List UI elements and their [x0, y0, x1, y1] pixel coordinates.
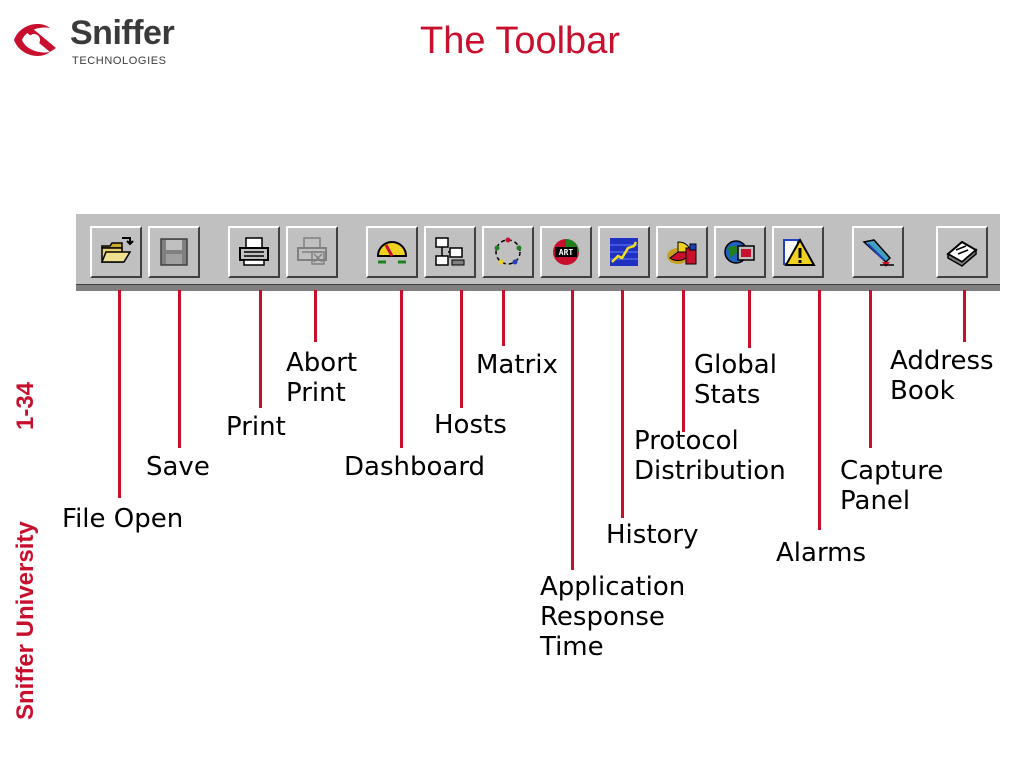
art-icon: ART [553, 239, 579, 265]
label-dashboard: Dashboard [344, 452, 486, 482]
toolbar: ART [76, 212, 1000, 286]
application-response-time-button[interactable]: ART [540, 226, 592, 278]
callout-line-matrix [502, 290, 505, 346]
label-global-line1: Global [694, 350, 777, 380]
label-art-line3: Time [540, 632, 604, 662]
history-chart-icon [610, 238, 638, 266]
print-button[interactable] [228, 226, 280, 278]
callout-line-file-open [118, 290, 121, 498]
label-address-line2: Book [890, 376, 955, 406]
label-abort-print-line2: Print [286, 378, 346, 408]
label-matrix: Matrix [476, 350, 558, 380]
label-capture-panel: Capture Panel [840, 456, 943, 516]
footer-text: Sniffer University [12, 521, 39, 720]
callout-line-protocol-distribution [682, 290, 685, 432]
callout-line-art [571, 290, 574, 570]
sniffer-logo-mark-icon [14, 24, 56, 56]
file-open-button[interactable] [90, 226, 142, 278]
label-application-response-time: Application Response Time [540, 572, 685, 662]
label-save: Save [146, 452, 210, 482]
label-capture-line2: Panel [840, 486, 911, 516]
callout-line-save [178, 290, 181, 448]
gauge-icon [376, 241, 408, 264]
printer-disabled-icon [297, 237, 327, 265]
label-abort-print-line1: Abort [286, 348, 358, 378]
label-capture-line1: Capture [840, 456, 944, 486]
capture-pen-icon [862, 239, 894, 267]
callout-line-abort-print [314, 290, 317, 342]
label-protocol-line1: Protocol [634, 426, 739, 456]
label-address-book: Address Book [890, 346, 994, 406]
label-history: History [606, 520, 699, 550]
toolbar-divider [76, 284, 1000, 291]
address-book-button[interactable] [936, 226, 988, 278]
global-stats-button[interactable] [714, 226, 766, 278]
alarms-button[interactable] [772, 226, 824, 278]
label-hosts: Hosts [434, 410, 507, 440]
capture-panel-button[interactable] [852, 226, 904, 278]
label-address-line1: Address [890, 346, 994, 376]
label-art-line1: Application [540, 572, 686, 602]
globe-stats-icon [724, 240, 755, 264]
hosts-network-icon [435, 237, 465, 266]
label-protocol-line2: Distribution [634, 456, 786, 486]
address-book-icon [946, 240, 978, 267]
save-button[interactable] [148, 226, 200, 278]
dashboard-button[interactable] [366, 226, 418, 278]
callout-line-alarms [818, 290, 821, 530]
matrix-button[interactable] [482, 226, 534, 278]
folder-open-icon [100, 237, 134, 263]
svg-text:ART: ART [559, 248, 574, 257]
warning-triangle-icon [783, 237, 816, 266]
label-global-stats: Global Stats [694, 350, 777, 410]
callout-line-dashboard [400, 290, 403, 448]
abort-print-button[interactable] [286, 226, 338, 278]
label-alarms: Alarms [776, 538, 867, 568]
callout-line-address-book [963, 290, 966, 342]
page-number: 1-34 [12, 381, 39, 430]
printer-icon [239, 237, 269, 266]
callout-line-capture-panel [869, 290, 872, 448]
hosts-button[interactable] [424, 226, 476, 278]
logo-tagline: TECHNOLOGIES [72, 55, 167, 67]
label-protocol-distribution: Protocol Distribution [634, 426, 786, 486]
callout-line-hosts [460, 290, 463, 408]
history-button[interactable] [598, 226, 650, 278]
protocol-distribution-button[interactable] [656, 226, 708, 278]
label-file-open: File Open [62, 504, 184, 534]
label-global-line2: Stats [694, 380, 761, 410]
matrix-circle-icon [494, 237, 522, 265]
callout-line-global-stats [748, 290, 751, 348]
page-title: The Toolbar [420, 20, 620, 62]
pie-chart-icon [667, 241, 697, 265]
label-print: Print [226, 412, 286, 442]
floppy-disk-icon [160, 238, 188, 266]
callout-line-history [621, 290, 624, 518]
sniffer-logo: Sniffer TECHNOLOGIES [10, 14, 200, 74]
label-abort-print: Abort Print [286, 348, 357, 408]
logo-brand: Sniffer [70, 14, 175, 52]
label-art-line2: Response [540, 602, 665, 632]
callout-line-print [259, 290, 262, 408]
